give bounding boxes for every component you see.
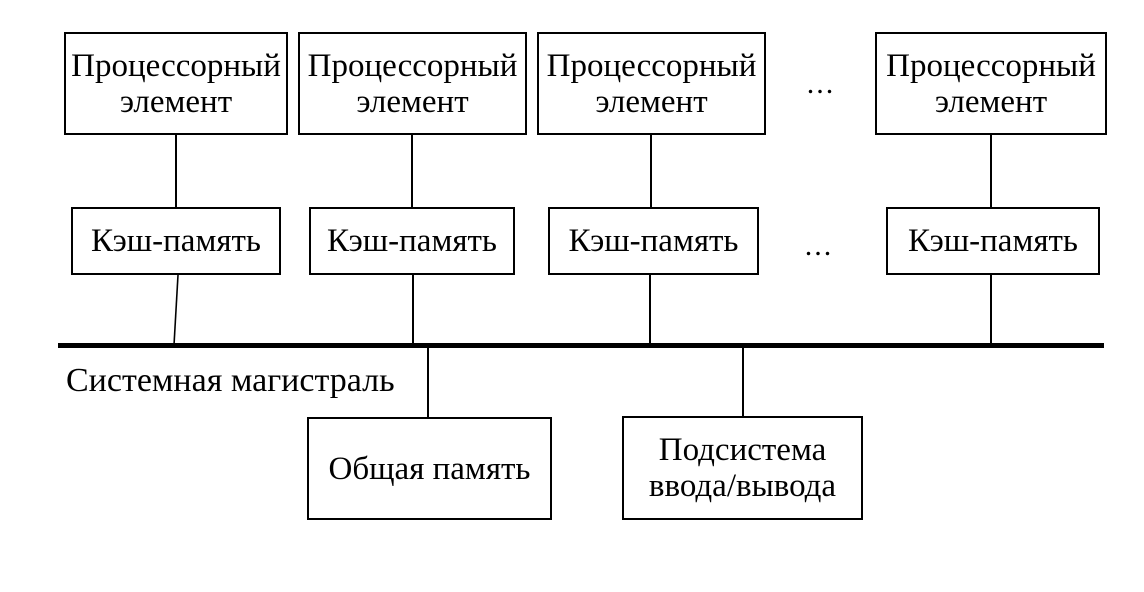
processor-element-2-label-line2: элемент: [356, 83, 469, 120]
connector-cache1-bus: [173, 274, 179, 346]
shared-memory-box: Общая память: [307, 417, 552, 520]
processor-element-box-2: Процессорный элемент: [298, 32, 527, 135]
processor-element-4-label-line1: Процессорный: [886, 47, 1096, 84]
processor-element-box-3: Процессорный элемент: [537, 32, 766, 135]
processor-element-3-label-line2: элемент: [595, 83, 708, 120]
processor-element-1-label-line2: элемент: [119, 83, 233, 120]
cache-memory-3-label: Кэш-память: [568, 223, 739, 259]
system-bus-label: Системная магистраль: [66, 362, 395, 399]
shared-memory-label: Общая память: [328, 450, 531, 487]
cache-memory-box-2: Кэш-память: [309, 207, 515, 275]
cache-memory-1-label: Кэш-память: [91, 223, 261, 259]
processor-element-box-4: Процессорный элемент: [875, 32, 1107, 135]
processor-element-4-label-line2: элемент: [934, 83, 1048, 120]
cache-memory-box-3: Кэш-память: [548, 207, 759, 275]
processor-element-3-label-line1: Процессорный: [546, 47, 757, 84]
processor-element-2-label-line1: Процессорный: [307, 47, 518, 84]
cache-memory-box-4: Кэш-память: [886, 207, 1100, 275]
ellipsis-caches: ...: [804, 229, 834, 262]
cache-memory-4-label: Кэш-память: [908, 223, 1078, 259]
io-subsystem-box: Подсистема ввода/вывода: [622, 416, 863, 520]
ellipsis-processors: ...: [806, 67, 836, 100]
processor-element-1-label-line1: Процессорный: [71, 47, 281, 84]
cache-memory-2-label: Кэш-память: [327, 223, 497, 259]
cache-memory-box-1: Кэш-память: [71, 207, 281, 275]
processor-element-box-1: Процессорный элемент: [64, 32, 288, 135]
io-subsystem-label-line2: ввода/вывода: [648, 468, 837, 504]
io-subsystem-label-line1: Подсистема: [658, 432, 827, 468]
